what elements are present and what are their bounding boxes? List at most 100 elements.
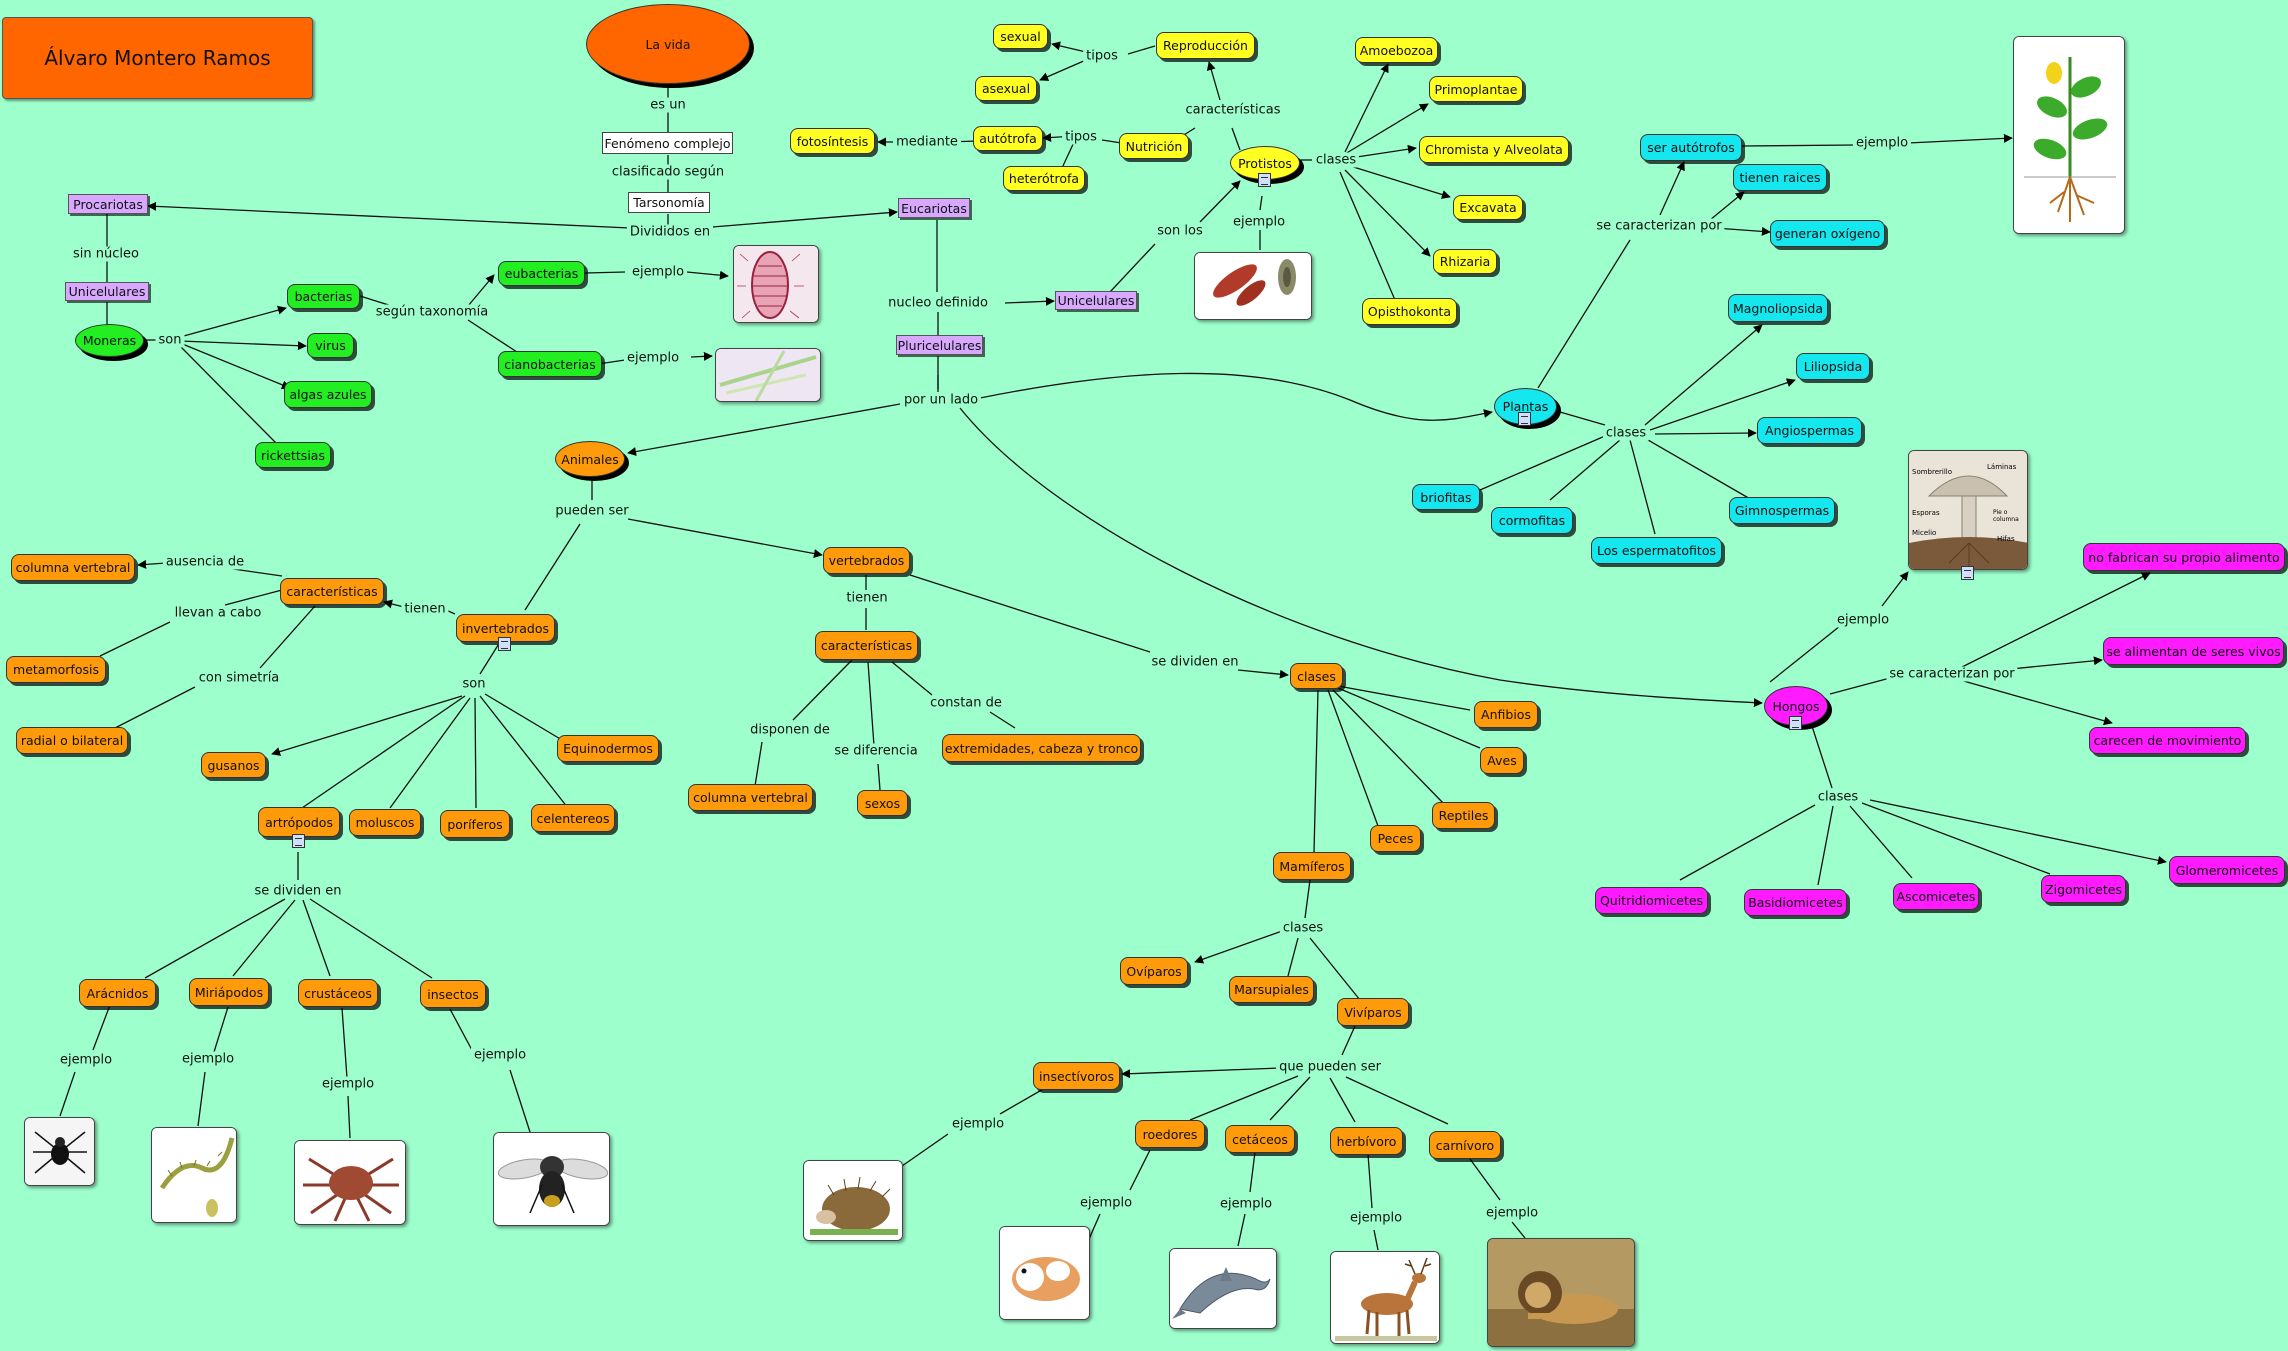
mushroom-image[interactable]: Sombrerillo Láminas Esporas Pie o column…	[1908, 450, 2028, 570]
node-chromista-alveolata[interactable]: Chromista y Alveolata	[1419, 136, 1569, 163]
attachment-icon[interactable]	[292, 834, 305, 848]
attachment-icon[interactable]	[498, 637, 511, 651]
node-carnivoro[interactable]: carnívoro	[1429, 1131, 1501, 1159]
node-cetaceos[interactable]: cetáceos	[1225, 1125, 1295, 1153]
node-clases-vertebrados[interactable]: clases	[1290, 663, 1343, 689]
node-poriferos[interactable]: poríferos	[440, 810, 510, 838]
guinea-pig-image[interactable]	[999, 1226, 1090, 1320]
node-cormofitas[interactable]: cormofitas	[1491, 507, 1573, 534]
node-caracteristicas-invertebrados[interactable]: características	[280, 578, 384, 605]
node-celentereos[interactable]: celentereos	[531, 804, 615, 832]
node-rhizaria[interactable]: Rhizaria	[1433, 249, 1497, 274]
crab-image[interactable]	[294, 1140, 406, 1225]
node-herbivoro[interactable]: herbívoro	[1330, 1127, 1403, 1155]
node-anfibios[interactable]: Anfibios	[1474, 701, 1538, 728]
node-magnoliopsida[interactable]: Magnoliopsida	[1728, 294, 1828, 322]
node-viviparos[interactable]: Vivíparos	[1337, 998, 1409, 1026]
node-caracteristicas-vertebrados[interactable]: características	[815, 631, 918, 660]
node-opisthokonta[interactable]: Opisthokonta	[1362, 298, 1457, 325]
node-moluscos[interactable]: moluscos	[349, 809, 421, 836]
node-ascomicetes[interactable]: Ascomicetes	[1893, 883, 1979, 910]
node-glomeromicetes[interactable]: Glomeromicetes	[2169, 856, 2285, 884]
node-bacterias[interactable]: bacterias	[287, 284, 360, 309]
node-reproduccion[interactable]: Reproducción	[1156, 32, 1255, 59]
node-se-alimentan[interactable]: se alimentan de seres vivos	[2103, 637, 2284, 665]
node-unicelulares-procariotas[interactable]: Unicelulares	[65, 282, 149, 301]
node-crustaceos[interactable]: crustáceos	[298, 979, 378, 1007]
node-carecen-movimiento[interactable]: carecen de movimiento	[2089, 727, 2246, 754]
node-heterotrofa[interactable]: heterótrofa	[1003, 166, 1085, 191]
node-sexos[interactable]: sexos	[857, 790, 908, 816]
node-roedores[interactable]: roedores	[1135, 1120, 1205, 1148]
node-peces[interactable]: Peces	[1370, 825, 1421, 852]
lion-image[interactable]	[1487, 1238, 1635, 1347]
node-hongos[interactable]: Hongos	[1764, 686, 1828, 726]
bacteria-image[interactable]	[733, 245, 819, 323]
node-angiospermas[interactable]: Angiospermas	[1757, 417, 1862, 444]
attachment-icon[interactable]	[1789, 716, 1802, 730]
node-excavata[interactable]: Excavata	[1453, 195, 1523, 220]
node-mamiferos[interactable]: Mamíferos	[1273, 852, 1351, 880]
node-autotrofa[interactable]: autótrofa	[973, 126, 1043, 151]
node-animales[interactable]: Animales	[555, 441, 625, 477]
node-artropodos[interactable]: artrópodos	[258, 807, 340, 837]
node-extremidades[interactable]: extremidades, cabeza y tronco	[942, 734, 1141, 762]
node-asexual[interactable]: asexual	[975, 76, 1037, 101]
node-ser-autotrofos[interactable]: ser autótrofos	[1640, 134, 1742, 161]
node-aves[interactable]: Aves	[1480, 747, 1524, 774]
node-virus[interactable]: virus	[307, 333, 354, 358]
attachment-icon[interactable]	[1518, 412, 1531, 426]
node-primoplantae[interactable]: Primoplantae	[1429, 76, 1523, 102]
node-marsupiales[interactable]: Marsupiales	[1229, 976, 1314, 1003]
node-insectos[interactable]: insectos	[420, 980, 486, 1008]
node-fenomeno-complejo[interactable]: Fenómeno complejo	[602, 132, 733, 154]
node-fotosintesis[interactable]: fotosíntesis	[790, 128, 875, 154]
node-columna-vertebral-vertebrados[interactable]: columna vertebral	[688, 784, 813, 811]
node-eubacterias[interactable]: eubacterias	[498, 261, 585, 286]
node-columna-vertebral-invertebrados[interactable]: columna vertebral	[11, 554, 135, 581]
node-tienen-raices[interactable]: tienen raices	[1733, 164, 1827, 191]
attachment-icon[interactable]	[1961, 566, 1974, 580]
node-radial-bilateral[interactable]: radial o bilateral	[16, 727, 128, 754]
node-moneras[interactable]: Moneras	[75, 324, 144, 357]
node-pluricelulares[interactable]: Pluricelulares	[896, 335, 983, 355]
hedgehog-image[interactable]	[803, 1160, 903, 1241]
node-quitridiomicetes[interactable]: Quitridiomicetes	[1595, 887, 1708, 914]
fly-image[interactable]	[493, 1132, 610, 1226]
node-oviparos[interactable]: Ovíparos	[1120, 957, 1188, 985]
node-no-fabrican[interactable]: no fabrican su propio alimento	[2083, 543, 2285, 571]
node-insectivoros[interactable]: insectívoros	[1033, 1062, 1120, 1090]
node-zigomicetes[interactable]: Zigomicetes	[2041, 875, 2126, 903]
node-nutricion[interactable]: Nutrición	[1119, 133, 1189, 159]
node-gusanos[interactable]: gusanos	[201, 752, 266, 778]
node-procariotas[interactable]: Procariotas	[68, 194, 148, 214]
node-equinodermos[interactable]: Equinodermos	[557, 735, 659, 762]
cyanobacteria-image[interactable]	[715, 348, 821, 402]
plant-image[interactable]	[2013, 36, 2125, 234]
node-tarsonomia[interactable]: Tarsonomía	[628, 192, 710, 213]
node-cianobacterias[interactable]: cianobacterias	[498, 351, 602, 377]
node-algas-azules[interactable]: algas azules	[284, 381, 372, 408]
node-eucariotas[interactable]: Eucariotas	[898, 198, 970, 218]
spider-image[interactable]	[24, 1117, 95, 1186]
deer-image[interactable]	[1330, 1251, 1440, 1344]
node-basidiomicetes[interactable]: Basidiomicetes	[1744, 889, 1847, 916]
centipede-image[interactable]	[151, 1127, 237, 1223]
node-la-vida[interactable]: La vida	[586, 4, 750, 84]
node-espermatofitos[interactable]: Los espermatofitos	[1591, 537, 1722, 564]
node-briofitas[interactable]: briofitas	[1412, 484, 1480, 510]
node-protistos[interactable]: Protistos	[1230, 146, 1300, 180]
node-vertebrados[interactable]: vertebrados	[823, 547, 910, 574]
node-aracnidos[interactable]: Arácnidos	[79, 979, 156, 1007]
node-rickettsias[interactable]: rickettsias	[255, 442, 331, 468]
node-metamorfosis[interactable]: metamorfosis	[6, 656, 106, 683]
node-liliopsida[interactable]: Liliopsida	[1796, 353, 1870, 380]
node-miriapodos[interactable]: Miriápodos	[189, 978, 269, 1006]
node-gimnospermas[interactable]: Gimnospermas	[1729, 497, 1835, 524]
node-sexual[interactable]: sexual	[993, 24, 1048, 49]
dolphin-image[interactable]	[1169, 1248, 1277, 1329]
protists-image[interactable]	[1194, 252, 1312, 320]
attachment-icon[interactable]	[1258, 173, 1271, 187]
node-reptiles[interactable]: Reptiles	[1432, 802, 1495, 829]
node-unicelulares-eucariotas[interactable]: Unicelulares	[1055, 291, 1137, 310]
